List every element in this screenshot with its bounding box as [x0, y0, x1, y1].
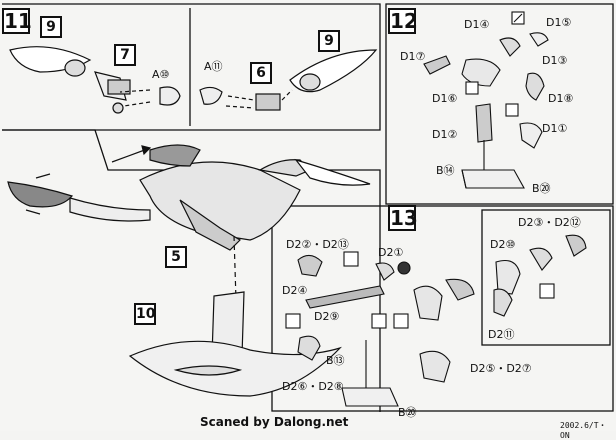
- label-d2-3-d2-12: D2③・D2⑫: [518, 216, 581, 229]
- label-d1-8: D1⑧: [548, 92, 574, 105]
- part-6: 6: [250, 62, 272, 84]
- instruction-illustrations: [2, 3, 614, 412]
- step-11-number: 11: [2, 8, 32, 34]
- label-d2-11: D2⑪: [488, 328, 515, 341]
- part-9-left: 9: [40, 16, 62, 38]
- label-d2-9: D2⑨: [314, 310, 340, 323]
- label-a10: A⑩: [152, 68, 170, 81]
- label-d1-6: D1⑥: [432, 92, 458, 105]
- label-d1-7: D1⑦: [400, 50, 426, 63]
- panel-11-top-border: [2, 3, 381, 131]
- part-7: 7: [114, 44, 136, 66]
- label-d2-5-d2-7: D2⑤・D2⑦: [470, 362, 532, 375]
- panel-11-bottom-border: [2, 129, 381, 412]
- label-d1-4: D1④: [464, 18, 490, 31]
- scan-credit: Scaned by Dalong.net: [200, 415, 349, 429]
- label-b20-step13: B⑳: [398, 406, 417, 419]
- step-12-number: 12: [388, 8, 418, 34]
- panel-13-border: [271, 205, 614, 412]
- label-b14: B⑭: [436, 164, 455, 177]
- label-b13: B⑬: [326, 354, 345, 367]
- label-b20-step12: B⑳: [532, 182, 551, 195]
- label-d1-2: D1②: [432, 128, 458, 141]
- part-9-right: 9: [318, 30, 340, 52]
- label-d2-1: D2①: [378, 246, 404, 259]
- label-d1-3: D1③: [542, 54, 568, 67]
- label-d2-2-d2-13: D2②・D2⑬: [286, 238, 349, 251]
- part-5: 5: [165, 246, 187, 268]
- instruction-sheet: 11 12 13 9 7 A⑩ A⑪ 6 9 5 10 D1④ D1⑤ D1⑦ …: [2, 3, 614, 440]
- part-10: 10: [134, 303, 156, 325]
- label-d2-4: D2④: [282, 284, 308, 297]
- step-13-number: 13: [388, 205, 418, 231]
- label-d2-10: D2⑩: [490, 238, 516, 251]
- print-code: 2002.6/T・ON: [560, 421, 607, 440]
- label-d2-6-d2-8: D2⑥・D2⑧: [282, 380, 344, 393]
- label-d1-1: D1①: [542, 122, 568, 135]
- label-d1-5: D1⑤: [546, 16, 572, 29]
- label-a11: A⑪: [204, 60, 223, 73]
- panel-12-border: [385, 3, 614, 205]
